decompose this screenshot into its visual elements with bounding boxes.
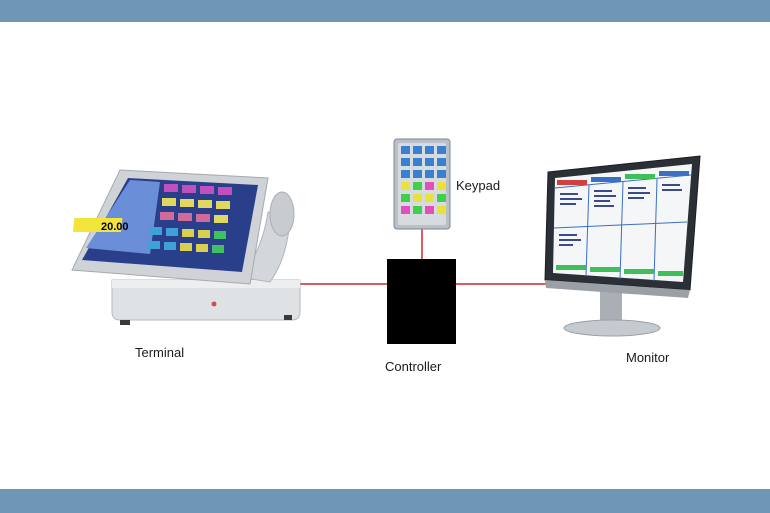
terminal-label: Terminal [135, 345, 185, 360]
diagram-canvas: 20.00 [0, 22, 770, 489]
terminal-amount-box [72, 218, 123, 232]
terminal-screen-keys [148, 184, 232, 253]
monitor-screen-grid [553, 174, 692, 282]
terminal-amount-text: 20.00 [101, 221, 129, 233]
controller-label: Controller [385, 359, 442, 374]
diagram-svg: 20.00 [71, 138, 701, 344]
monitor-screen-text [559, 184, 682, 246]
controller-box [387, 259, 456, 344]
monitor-screen-footer [556, 265, 683, 276]
top-band [0, 0, 770, 22]
bottom-band [0, 489, 770, 513]
keypad-label: Keypad [456, 178, 501, 193]
monitor-screen-headers [557, 171, 689, 185]
monitor-label: Monitor [626, 350, 670, 365]
monitor-device [544, 155, 701, 337]
keypad-keys [401, 146, 446, 214]
keypad-device [393, 138, 451, 230]
terminal-device: 20.00 [71, 169, 301, 325]
